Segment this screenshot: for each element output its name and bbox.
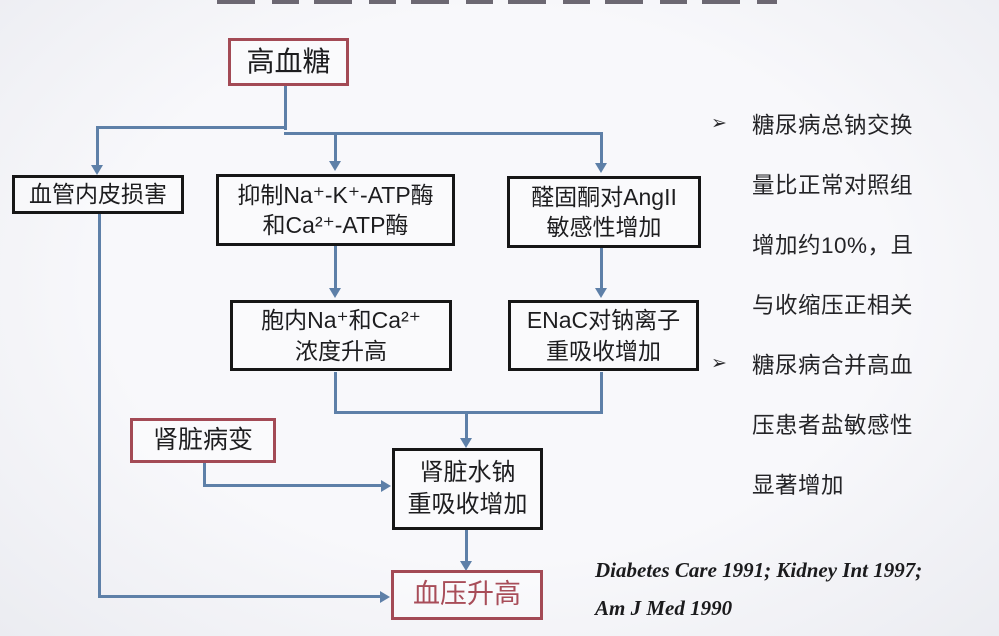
connector-join-bar — [334, 411, 603, 414]
connector-enac-join — [600, 372, 603, 414]
bullet2-line3: 显著增加 — [752, 473, 845, 498]
node-kidney-water-sodium-reabsorption: 肾脏水钠 重吸收增加 — [392, 448, 543, 530]
node-kidney-reabsorption-line1: 肾脏水钠 — [419, 459, 516, 487]
arrow-to-intracellular-icon — [329, 288, 341, 298]
connector-atpase-intracellular — [334, 246, 337, 288]
node-kidney-disease-label: 肾脏病变 — [152, 426, 253, 454]
node-enac-line1: ENaC对钠离子 — [526, 307, 681, 334]
node-intracellular-line2: 浓度升高 — [295, 337, 387, 364]
bullet1-line2: 量比正常对照组 — [752, 173, 914, 198]
node-atpase-line1: 抑制Na⁺-K⁺-ATP酶 — [237, 181, 434, 208]
node-enac-reabsorption: ENaC对钠离子 重吸收增加 — [508, 300, 699, 371]
node-bp-label: 血压升高 — [413, 579, 521, 610]
citation-line2: Am J Med 1990 — [595, 596, 733, 620]
node-atpase-inhibition: 抑制Na⁺-K⁺-ATP酶 和Ca²⁺-ATP酶 — [216, 174, 455, 246]
node-kidney-reabsorption-line2: 重吸收增加 — [407, 491, 528, 518]
connector-drop-aldosterone — [600, 132, 603, 164]
connector-intracellular-join — [334, 372, 337, 414]
connector-branch-left — [96, 126, 287, 129]
node-enac-line2: 重吸收增加 — [546, 337, 661, 364]
arrow-to-aldosterone-icon — [595, 163, 607, 173]
arrow-vascular-to-bp-icon — [380, 591, 390, 603]
node-intracellular-line1: 胞内Na⁺和Ca²⁺ — [261, 307, 421, 334]
node-hyperglycemia: 高血糖 — [228, 38, 349, 86]
connector-top-stem — [284, 85, 287, 130]
node-vascular-endothelial-damage: 血管内皮损害 — [12, 175, 184, 214]
connector-reabsorption-bp — [465, 530, 468, 562]
node-kidney-disease: 肾脏病变 — [130, 418, 276, 463]
bullet1-line1: 糖尿病总钠交换 — [752, 113, 914, 138]
node-intracellular-concentration: 胞内Na⁺和Ca²⁺ 浓度升高 — [230, 300, 452, 371]
node-vascular-label: 血管内皮损害 — [29, 181, 167, 208]
node-aldosterone-sensitivity: 醛固酮对AngII 敏感性增加 — [507, 176, 701, 248]
bullet-arrow-icon: ➢ — [711, 353, 727, 374]
arrow-to-kidney-reabsorption-icon — [460, 438, 472, 448]
connector-drop-vascular — [96, 126, 99, 166]
bullet1-line3: 增加约10%，且 — [752, 233, 914, 258]
citation-line1: Diabetes Care 1991; Kidney Int 1997; — [595, 558, 923, 582]
connector-kidneydisease-horizontal — [203, 484, 382, 487]
connector-drop-atpase — [334, 132, 337, 162]
connector-vascular-bp — [98, 595, 381, 598]
connector-branch-right — [284, 132, 602, 135]
arrow-kidneydisease-to-reabsorption-icon — [381, 480, 391, 492]
connector-kidneydisease-stem — [203, 463, 206, 487]
node-aldosterone-line1: 醛固酮对AngII — [531, 183, 677, 210]
node-hyperglycemia-label: 高血糖 — [246, 45, 331, 77]
bullet1-line4: 与收缩压正相关 — [752, 293, 914, 318]
arrow-to-atpase-icon — [329, 161, 341, 171]
bullet-arrow-icon: ➢ — [711, 113, 727, 134]
node-atpase-line2: 和Ca²⁺-ATP酶 — [262, 212, 409, 238]
arrow-to-bp-icon — [460, 561, 472, 571]
node-blood-pressure-rise: 血压升高 — [391, 570, 543, 620]
connector-join-kidney — [465, 411, 468, 439]
arrow-to-enac-icon — [595, 288, 607, 298]
cutoff-title-strip — [217, 0, 777, 4]
arrow-to-vascular-icon — [91, 165, 103, 175]
bullet2-line1: 糖尿病合并高血 — [752, 353, 914, 378]
bullet2-line2: 压患者盐敏感性 — [752, 413, 914, 438]
node-aldosterone-line2: 敏感性增加 — [546, 214, 662, 240]
connector-aldosterone-enac — [600, 248, 603, 288]
connector-vascular-long — [98, 214, 101, 598]
